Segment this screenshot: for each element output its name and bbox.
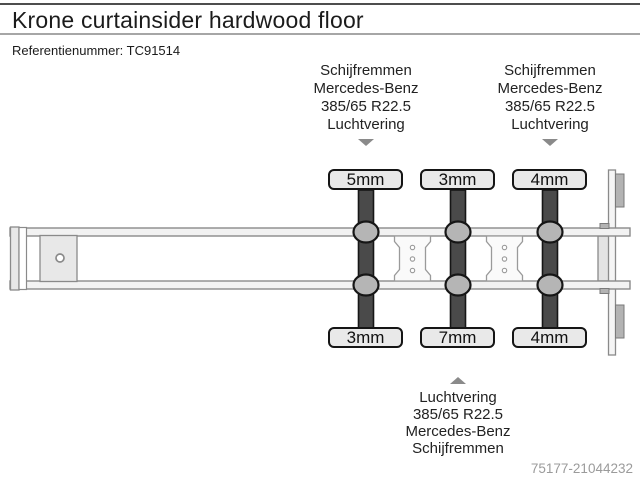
cross-members bbox=[393, 235, 524, 282]
axle3-spec-note: Schijfremmen Mercedes-Benz 385/65 R22.5 … bbox=[440, 62, 640, 134]
wheel-hubs bbox=[352, 220, 564, 297]
axle-tires bbox=[357, 189, 559, 329]
listing-id: 75177-21044232 bbox=[530, 461, 633, 476]
note-line: Mercedes-Benz bbox=[313, 80, 419, 97]
axle2-spec-note: Luchtvering 385/65 R22.5 Mercedes-Benz S… bbox=[348, 389, 568, 457]
tread-depth-axle2-top: 3mm bbox=[420, 169, 495, 190]
up-arrow-icon bbox=[450, 377, 466, 384]
note-line: Mercedes-Benz bbox=[497, 80, 603, 97]
note-line: Luchtvering bbox=[419, 389, 497, 406]
tread-depth-axle1-bottom: 3mm bbox=[328, 327, 403, 348]
note-line: Schijfremmen bbox=[504, 62, 596, 79]
note-line: 385/65 R22.5 bbox=[504, 98, 596, 115]
title-divider-line bbox=[0, 33, 640, 35]
kingpin-area bbox=[9, 226, 78, 291]
note-line: 385/65 R22.5 bbox=[412, 406, 504, 423]
chassis-rails bbox=[9, 227, 631, 290]
reference-number: Referentienummer: TC91514 bbox=[12, 43, 181, 58]
rear-underrun bbox=[597, 169, 617, 356]
tread-depth-axle2-bottom: 7mm bbox=[420, 327, 495, 348]
note-line: 385/65 R22.5 bbox=[320, 98, 412, 115]
down-arrow-icon bbox=[358, 139, 374, 146]
down-arrow-icon bbox=[542, 139, 558, 146]
top-border-line bbox=[0, 3, 640, 5]
note-line: Mercedes-Benz bbox=[405, 423, 511, 440]
tread-depth-axle3-top: 4mm bbox=[512, 169, 587, 190]
kingpin bbox=[55, 253, 65, 263]
axle1-spec-note: Schijfremmen Mercedes-Benz 385/65 R22.5 … bbox=[256, 62, 476, 134]
tread-depth-axle3-bottom: 4mm bbox=[512, 327, 587, 348]
page-title: Krone curtainsider hardwood floor bbox=[12, 7, 364, 33]
rear-bumper-fittings bbox=[599, 173, 625, 339]
note-line: Schijfremmen bbox=[412, 440, 504, 457]
note-line: Luchtvering bbox=[511, 116, 589, 133]
note-line: Schijfremmen bbox=[320, 62, 412, 79]
tread-depth-axle1-top: 5mm bbox=[328, 169, 403, 190]
note-line: Luchtvering bbox=[327, 116, 405, 133]
